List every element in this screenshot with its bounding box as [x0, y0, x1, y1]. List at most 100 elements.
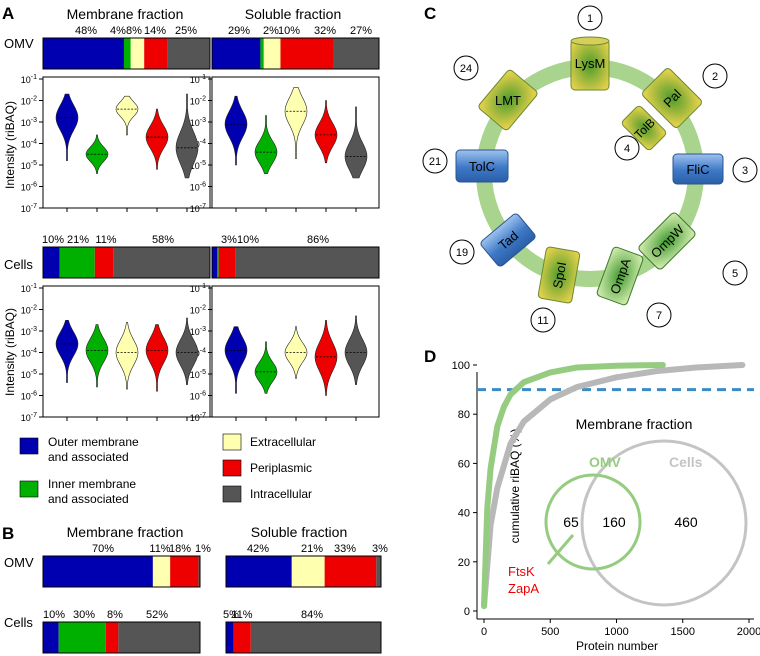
row-label-cells: Cells [4, 257, 33, 272]
cells-membrane-violin-3 [145, 324, 169, 392]
rank-number-4: 4 [624, 143, 630, 155]
row-label-omv: OMV [4, 36, 34, 51]
a-top-ytick-label-0-0: 10-1 [21, 74, 37, 85]
rank-circle-19 [449, 239, 475, 265]
protein-tolb: TolB [621, 105, 667, 151]
b-bar-cells-soluble-segment-2 [250, 622, 381, 653]
cells-soluble-violin-3 [314, 319, 338, 396]
cells-soluble-violin-0 [224, 326, 248, 394]
b-row-label-cells: Cells [4, 615, 33, 630]
b-bar-cells-membrane-segment-1 [58, 622, 106, 653]
venn-cells-only: 460 [674, 514, 698, 530]
protein-tolc: TolC [455, 149, 509, 183]
rank-circle-21 [422, 148, 448, 174]
panel-letter-b: B [2, 524, 14, 543]
b-bar-omv-soluble-segment-4 [376, 556, 381, 587]
legend-swatch-extracellular [222, 433, 242, 451]
omv-membrane-violin-1 [85, 134, 109, 174]
d-ytick-label-2: 40 [458, 508, 470, 520]
b-col-title-soluble: Soluble fraction [251, 524, 348, 540]
b-col-title-membrane: Membrane fraction [67, 524, 184, 540]
omv-membrane-violin-3 [145, 108, 169, 170]
rank-number-21: 21 [429, 156, 441, 168]
omv-membrane-violin-2 [115, 95, 139, 136]
cells-membrane-violin-0 [55, 319, 79, 383]
rank-number-1: 1 [587, 13, 593, 25]
b-bar-omv-soluble-frame [225, 555, 382, 588]
b-bar-omv-soluble-segment-3 [324, 556, 377, 587]
b-bar-omv-soluble-label-2: 33% [334, 543, 356, 555]
rank-number-11: 11 [537, 315, 548, 327]
callout-line [546, 534, 575, 565]
venn-omv-label: OMV [589, 454, 622, 470]
bar-cells-membrane-label-2: 11% [95, 234, 116, 246]
b-bar-cells-membrane-segment-3 [118, 622, 200, 653]
rank-number-24: 24 [460, 63, 472, 75]
bar-omv-soluble-label-2: 10% [278, 25, 300, 37]
b-bar-cells-membrane-frame [42, 621, 201, 654]
callout-ftsk: FtsK [508, 564, 535, 579]
omv-soluble-violin-0 [224, 95, 248, 166]
a-top-ytick-label-0-5: 10-6 [21, 182, 37, 193]
rank-circle-4 [614, 135, 640, 161]
a-top-ytick-label-1-0: 10-1 [190, 74, 206, 85]
legend-inner-line2: and associated [48, 492, 129, 506]
cells-membrane-violin-4 [175, 317, 199, 386]
venn-omv-circle [544, 473, 642, 571]
cells-membrane-violin-1 [85, 324, 109, 388]
bar-omv-membrane-label-1: 4% [110, 25, 126, 37]
legend: Outer membrane and associated Inner memb… [19, 433, 316, 506]
rank-circle-2 [702, 63, 728, 89]
protein-spoi: SpoI [537, 246, 581, 304]
a-bottom-ytick-label-1-5: 10-6 [190, 391, 206, 402]
bar-omv-soluble-segment-3 [280, 38, 334, 69]
b-bar-cells-membrane-label-1: 30% [73, 609, 95, 621]
venn-cells-label: Cells [669, 454, 703, 470]
bar-omv-membrane-frame [42, 37, 211, 70]
b-bar-omv-soluble-segment-0 [226, 556, 292, 587]
d-ytick-label-3: 60 [458, 458, 470, 470]
omv-membrane-violin-4 [175, 93, 199, 179]
b-bar-cells-membrane-segment-2 [105, 622, 119, 653]
bar-omv-soluble-segment-1 [260, 38, 264, 69]
b-row-label-omv: OMV [4, 555, 34, 570]
d-xlabel: Protein number [576, 639, 658, 653]
legend-periplasmic: Periplasmic [250, 461, 312, 475]
a-ylabel-top: Intensity (riBAQ) [3, 101, 17, 189]
bar-omv-membrane-segment-0 [43, 38, 124, 69]
bar-cells-soluble-frame [211, 246, 380, 279]
b-bar-cells-membrane-segment-0 [43, 622, 59, 653]
bar-omv-membrane-label-0: 48% [75, 25, 97, 37]
bar-omv-soluble-label-1: 2% [263, 25, 279, 37]
bar-omv-soluble-segment-0 [212, 38, 261, 69]
legend-swatch-outer [19, 437, 39, 455]
protein-lysm: LysM [570, 36, 610, 91]
legend-intracellular: Intracellular [250, 487, 312, 501]
bar-omv-membrane-label-2: 8% [126, 25, 142, 37]
b-bar-omv-membrane-frame [42, 555, 201, 588]
bar-omv-soluble-label-4: 27% [350, 25, 372, 37]
bar-omv-soluble-label-3: 32% [314, 25, 336, 37]
b-bar-omv-soluble-label-1: 21% [301, 543, 323, 555]
a-bottom-ytick-label-0-5: 10-6 [21, 391, 37, 402]
rank-circle-24 [453, 55, 479, 81]
panel-b: B Membrane fraction Soluble fraction OMV… [2, 524, 388, 654]
b-bar-cells-soluble-label-0: 5% [223, 609, 239, 621]
d-curves [477, 362, 754, 610]
cells-soluble-violin-4 [344, 315, 368, 386]
bar-omv-membrane-segment-4 [167, 38, 210, 69]
cells-membrane-violin-2 [115, 322, 139, 390]
a-top-ytick-label-1-5: 10-6 [190, 182, 206, 193]
b-bar-omv-membrane-label-1: 11% [149, 543, 170, 555]
protein-label-lysm: LysM [575, 56, 606, 71]
rank-number-7: 7 [656, 310, 662, 322]
venn-shared: 160 [602, 514, 626, 530]
d-xtick-label-3: 1500 [671, 626, 695, 638]
b-bar-cells-soluble-segment-0 [226, 622, 234, 653]
legend-outer-line2: and associated [48, 450, 129, 464]
bar-cells-membrane-label-3: 58% [152, 234, 174, 246]
protein-pal: Pal [642, 68, 702, 128]
bar-omv-soluble-label-0: 29% [228, 25, 250, 37]
